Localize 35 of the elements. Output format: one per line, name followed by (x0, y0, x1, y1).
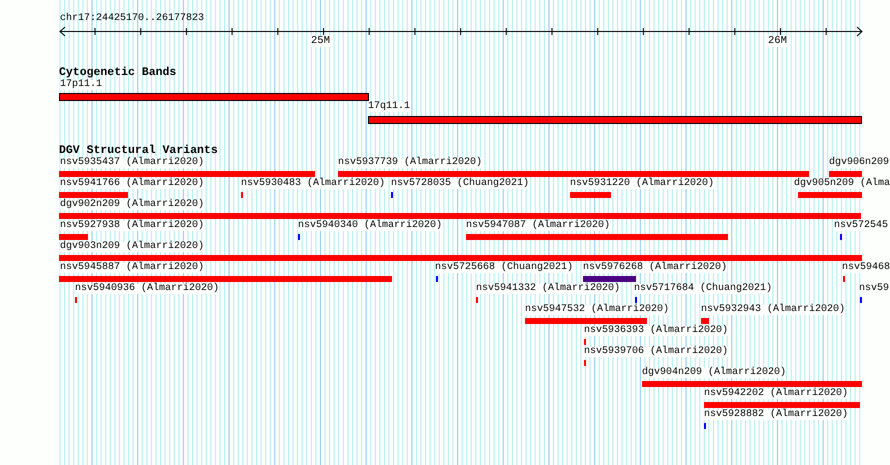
variant-label: nsv5941766 (Almarri2020) (60, 179, 204, 189)
variant-label: dgv902n209 (Almarri2020) (60, 200, 204, 210)
variant-label: dgv903n209 (Almarri2020) (60, 242, 204, 252)
variant-label: nsv5937739 (Almarri2020) (338, 158, 482, 168)
variant-label: nsv5945887 (Almarri2020) (60, 263, 204, 273)
variant-label: nsv59 (859, 284, 890, 294)
variant-label: nsv5940936 (Almarri2020) (75, 284, 220, 294)
variant-label: nsv5931220 (Almarri2020) (570, 179, 714, 189)
variant-label: dgv906n209 (829, 158, 890, 168)
variant-label: nsv5939706 (Almarri2020) (584, 347, 728, 357)
variant-label: nsv5976268 (Almarri2020) (583, 263, 728, 273)
variant-label: nsv5717684 (Chuang2021) (634, 284, 772, 294)
variant-label: nsv5930483 (Almarri2020) (241, 179, 386, 189)
variant-label: dgv904n209 (Almarri2020) (642, 368, 786, 378)
variant-label: nsv5725668 (Chuang2021) (435, 263, 574, 273)
variant-label: nsv5927938 (Almarri2020) (60, 221, 204, 231)
track-title: DGV Structural Variants (59, 145, 218, 156)
variant-label: nsv5940340 (Almarri2020) (298, 221, 442, 231)
variant-label: nsv5947087 (Almarri2020) (466, 221, 610, 231)
band-label: 17q11.1 (368, 102, 410, 112)
variant-label: nsv5932943 (Almarri2020) (701, 305, 846, 315)
variant-label: nsv5941332 (Almarri2020) (476, 284, 620, 294)
variant-label: nsv5935437 (Almarri2020) (60, 158, 204, 168)
variant-label: nsv5942202 (Almarri2020) (704, 389, 848, 399)
axis-tick-label: 26M (768, 36, 787, 46)
variant-label: nsv5947532 (Almarri2020) (525, 305, 670, 315)
variant-label: nsv5928882 (Almarri2020) (704, 410, 848, 420)
variant-label: nsv59468 (842, 263, 890, 273)
variant-label: nsv572545 (834, 221, 888, 231)
axis-tick-label: 25M (311, 36, 330, 46)
band-label: 17p11.1 (60, 80, 102, 90)
variant-label: nsv5936393 (Almarri2020) (584, 326, 728, 336)
variant-label: nsv5728035 (Chuang2021) (391, 179, 530, 189)
position-label: chr17:24425170..26177823 (60, 14, 204, 24)
variant-label: dgv905n209 (Alma (794, 179, 890, 189)
